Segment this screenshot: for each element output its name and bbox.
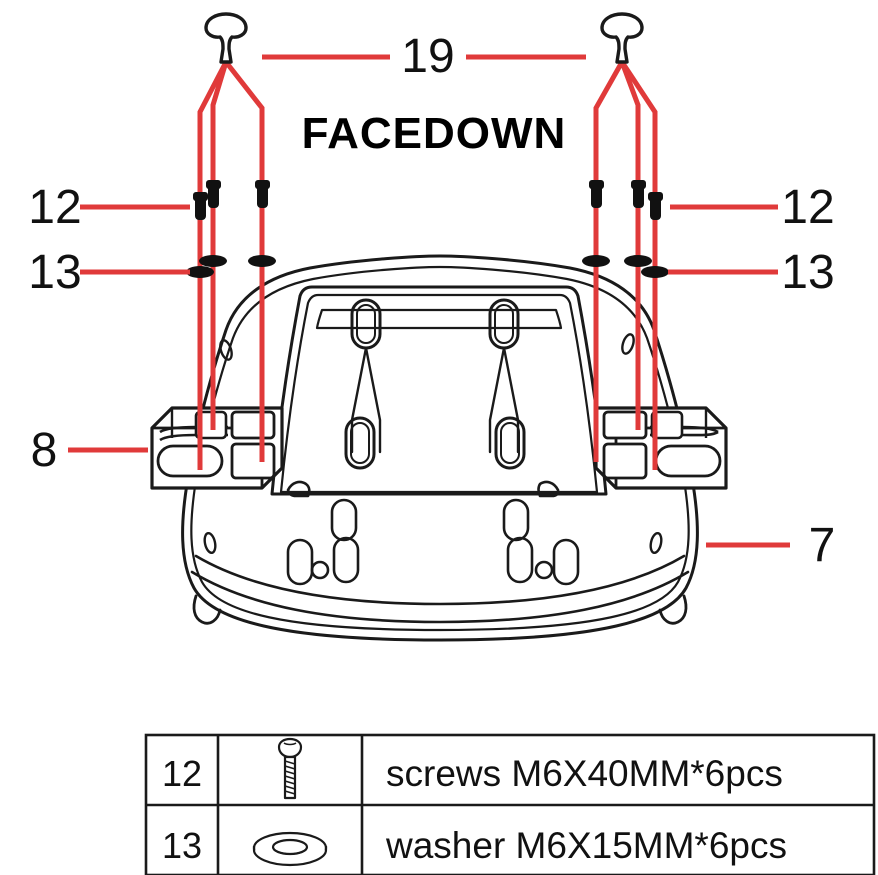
table-row-item-number: 13 bbox=[162, 825, 202, 866]
t-handle-wrench-icon-right bbox=[600, 12, 644, 64]
screw-glyph-icon bbox=[206, 180, 221, 208]
shoulder-hole-left bbox=[219, 339, 233, 361]
washer-glyph-icon bbox=[186, 266, 214, 278]
washer-glyph-icon bbox=[641, 266, 669, 278]
washer-glyph-group-left bbox=[186, 255, 276, 278]
parts-table: 12 screws M6X40MM*6pcs 13 bbox=[144, 733, 876, 875]
washer-glyph-icon bbox=[624, 255, 652, 267]
screw-glyph-icon bbox=[648, 192, 663, 220]
latch-notch-left bbox=[286, 480, 311, 498]
car-seat-shell-illustration bbox=[181, 254, 699, 642]
foot-pad-right bbox=[658, 594, 688, 625]
backrest-panel-outer bbox=[270, 285, 608, 496]
vent-holes-right bbox=[502, 498, 663, 586]
callout-8-label: 8 bbox=[31, 424, 58, 477]
callout-19: 19 bbox=[262, 30, 586, 83]
screw-glyph-icon bbox=[589, 180, 604, 208]
screw-icon bbox=[277, 737, 303, 800]
leader-lines-overlay bbox=[197, 256, 658, 470]
vent-holes-left bbox=[203, 498, 360, 586]
washer-glyph-icon bbox=[199, 255, 227, 267]
lower-rim-band-1 bbox=[194, 554, 686, 606]
page-title: FACEDOWN bbox=[302, 109, 567, 158]
callout-12-right: 12 bbox=[670, 181, 835, 234]
backrest-top-ledge bbox=[315, 308, 563, 330]
callout-19-label: 19 bbox=[401, 30, 454, 83]
screw-glyph-icon bbox=[255, 180, 270, 208]
callout-7: 7 bbox=[706, 519, 835, 572]
shoulder-hole-right bbox=[621, 333, 635, 355]
table-row-description: screws M6X40MM*6pcs bbox=[386, 753, 783, 794]
callout-12-left: 12 bbox=[28, 181, 190, 234]
harness-slot-left bbox=[344, 298, 382, 470]
foot-pad-left bbox=[192, 594, 222, 625]
screw-glyph-icon bbox=[631, 180, 646, 208]
mounting-bracket-right bbox=[594, 406, 728, 490]
callout-7-label: 7 bbox=[809, 519, 836, 572]
callout-13-right: 13 bbox=[668, 246, 835, 299]
shell-inner-rim bbox=[190, 265, 690, 632]
shell-outline bbox=[181, 254, 699, 642]
callout-8: 8 bbox=[31, 424, 148, 477]
backrest-panel-inner bbox=[279, 293, 599, 494]
callout-12-left-label: 12 bbox=[28, 181, 81, 234]
t-handle-wrench-icon-left bbox=[204, 12, 248, 64]
screw-glyph-group-left bbox=[193, 180, 270, 220]
washer-glyph-icon bbox=[582, 255, 610, 267]
callout-13-left: 13 bbox=[28, 246, 190, 299]
screw-glyph-group-right bbox=[589, 180, 663, 220]
washer-glyph-icon bbox=[248, 255, 276, 267]
lower-rim-band-2 bbox=[190, 570, 690, 624]
screw-glyph-icon bbox=[193, 192, 208, 220]
washer-glyph-group-right bbox=[582, 255, 669, 278]
harness-slot-right bbox=[488, 298, 526, 470]
table-row-item-number: 12 bbox=[162, 753, 202, 794]
callout-13-left-label: 13 bbox=[28, 246, 81, 299]
table-row-description: washer M6X15MM*6pcs bbox=[385, 825, 787, 866]
latch-notch-right bbox=[537, 480, 560, 498]
callout-12-right-label: 12 bbox=[781, 181, 834, 234]
washer-icon bbox=[252, 831, 328, 867]
callout-13-right-label: 13 bbox=[781, 246, 834, 299]
